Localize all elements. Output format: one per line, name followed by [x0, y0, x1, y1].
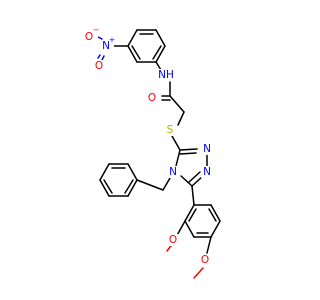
bond — [206, 236, 212, 254]
bond — [184, 220, 195, 238]
bond — [99, 163, 110, 181]
amide-nh: NH — [158, 69, 174, 81]
nitro-oxygen: O — [95, 60, 103, 72]
triazole-nitrogen-top: N — [203, 143, 211, 155]
bond — [171, 135, 181, 151]
bond — [188, 171, 201, 183]
bond — [193, 267, 204, 279]
bond — [162, 177, 171, 191]
bond — [210, 204, 221, 222]
carbonyl-oxygen: O — [148, 92, 156, 104]
bond — [127, 29, 138, 47]
bond — [155, 61, 162, 71]
bond — [184, 204, 195, 222]
bond-inner — [188, 208, 197, 222]
molecule-structure: O − N + O NH O S N N N O O — [82, 25, 221, 279]
bond-inner — [103, 179, 113, 194]
bonds — [95, 29, 221, 279]
bond — [127, 45, 138, 63]
bond — [97, 54, 101, 59]
methoxy-oxygen-bottom: O — [201, 254, 209, 266]
bond — [99, 179, 110, 197]
bond — [179, 152, 197, 155]
atom-labels: O − N + O NH O S N N N O O — [82, 26, 213, 266]
bond — [179, 148, 198, 151]
bond-inner — [131, 45, 141, 60]
bond — [191, 185, 195, 206]
bond — [127, 179, 138, 197]
triazole-nitrogen-left: N — [169, 166, 177, 178]
bond — [155, 45, 166, 63]
nitro-negative-charge: − — [93, 26, 100, 35]
bond — [169, 95, 185, 113]
bond — [175, 149, 181, 167]
bond-inner — [152, 45, 162, 60]
bond-inner — [208, 208, 217, 222]
nitro-positive-charge: + — [109, 36, 116, 45]
bond-inner — [124, 179, 134, 194]
bond — [136, 179, 164, 191]
nitro-nitrogen: N — [102, 40, 110, 52]
bond — [101, 55, 105, 61]
thioether-sulfur: S — [167, 124, 174, 136]
nitro-oxygen-negative: O — [85, 31, 93, 43]
bond — [180, 175, 193, 187]
bond — [177, 111, 185, 126]
methoxy-oxygen-top: O — [169, 234, 177, 246]
bond — [155, 29, 166, 47]
triazole-nitrogen-right: N — [203, 166, 211, 178]
bond — [127, 163, 138, 181]
bond — [210, 220, 221, 238]
